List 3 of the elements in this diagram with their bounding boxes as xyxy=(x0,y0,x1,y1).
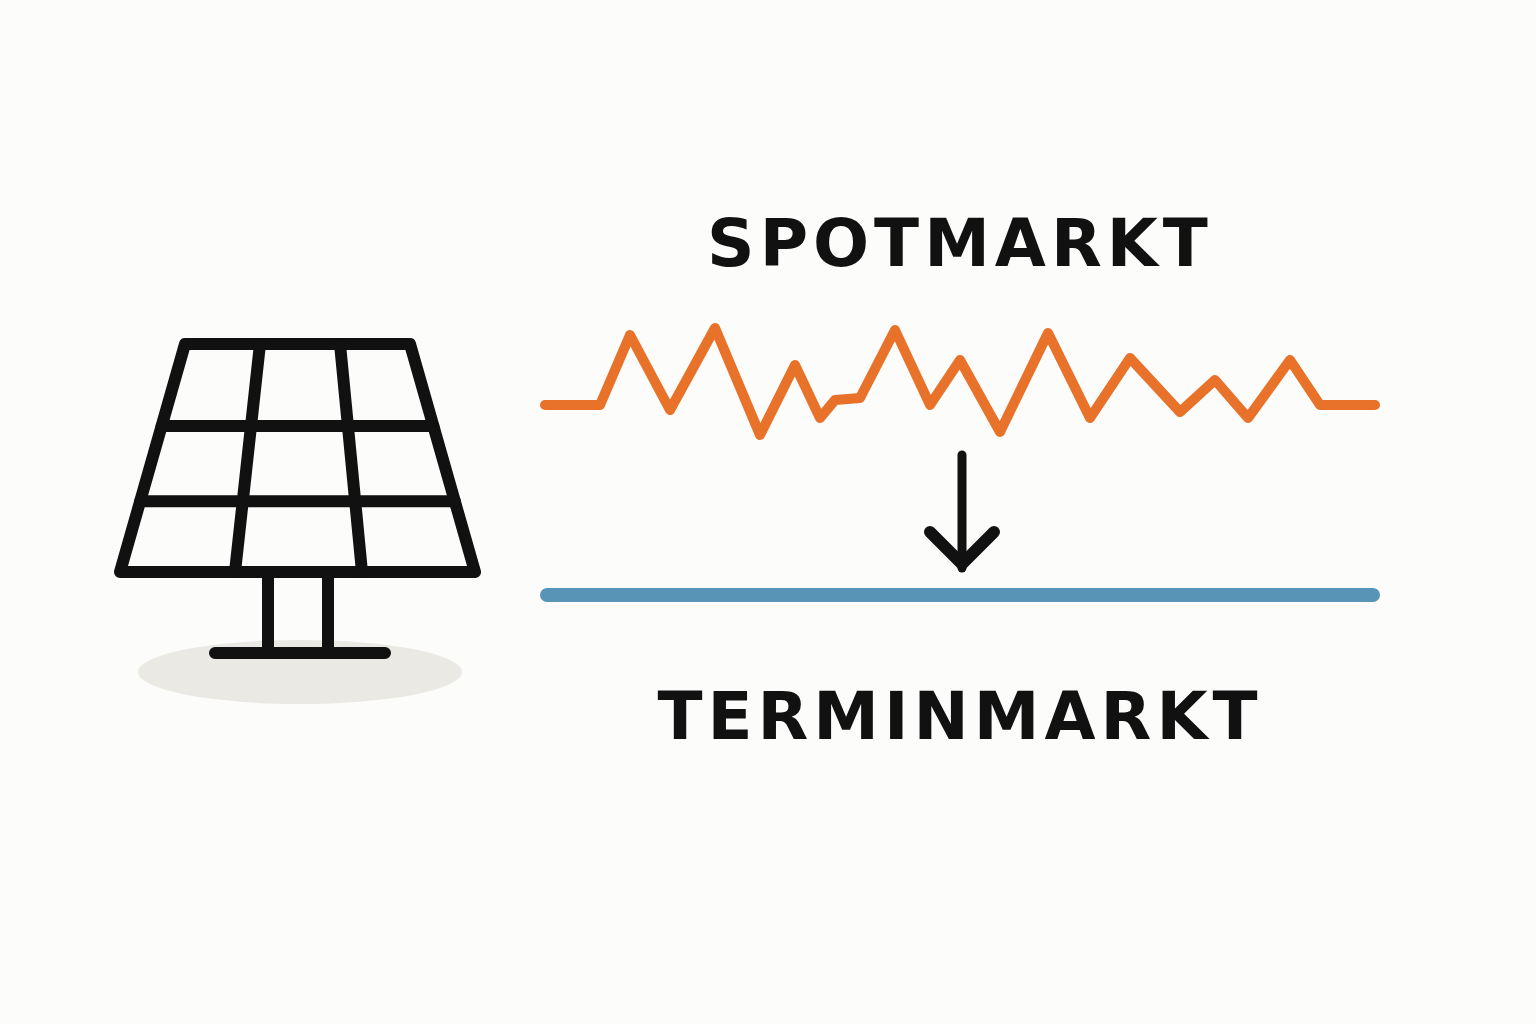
arrow xyxy=(924,450,1000,573)
market-label: SPOTMARKT xyxy=(706,205,1214,282)
market-label: TERMINMARKT xyxy=(656,678,1264,755)
